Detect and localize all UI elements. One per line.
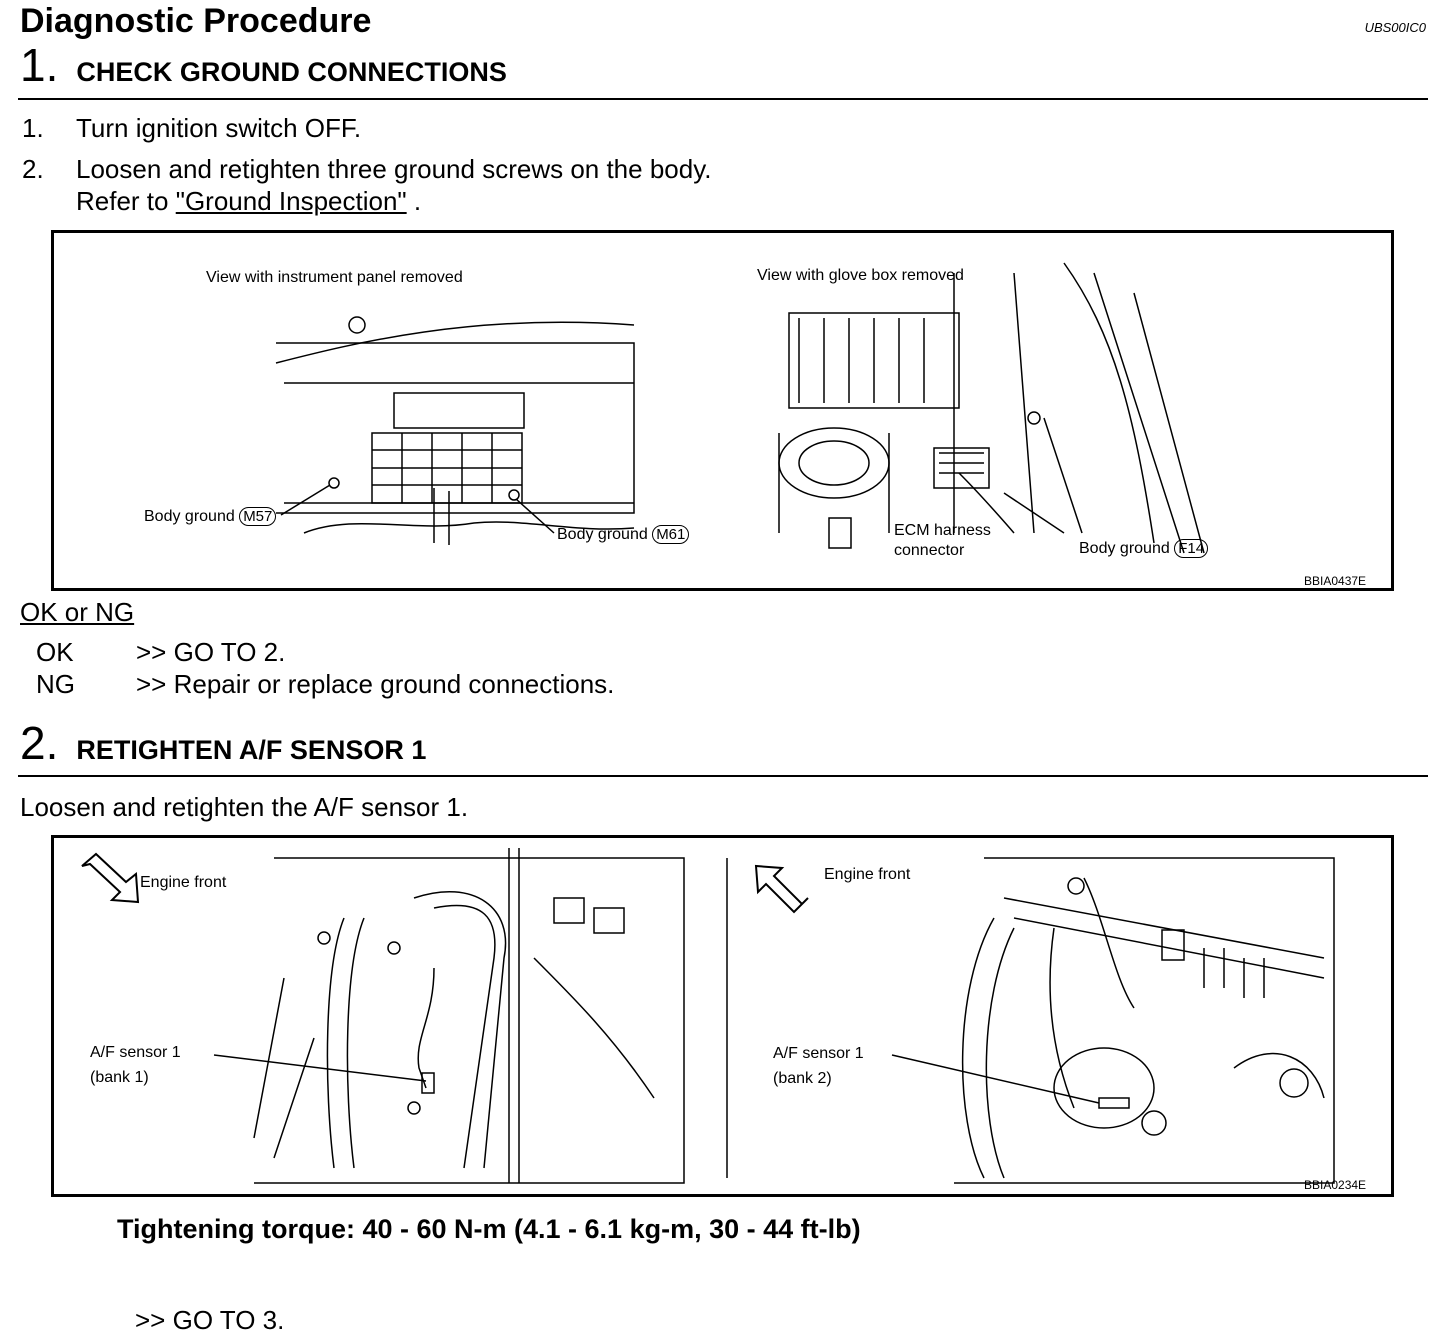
ecm-harness-label-line1: ECM harness xyxy=(894,522,991,539)
body-ground-m57-label: Body ground M57 xyxy=(144,507,277,526)
bank1-label: (bank 1) xyxy=(90,1069,149,1086)
document-code: UBS00IC0 xyxy=(1364,20,1426,35)
divider xyxy=(18,775,1428,777)
ok-key: OK xyxy=(36,637,74,667)
goto-next-step: >> GO TO 3. xyxy=(135,1305,285,1335)
list-item-text: Loosen and retighten three ground screws… xyxy=(76,154,712,184)
ok-row: OK >> GO TO 2. xyxy=(36,637,285,668)
left-engine-front-label: Engine front xyxy=(140,874,227,891)
step-2-instruction: Loosen and retighten the A/F sensor 1. xyxy=(20,792,469,822)
list-item-number: 2. xyxy=(22,154,44,184)
page-title: Diagnostic Procedure xyxy=(20,2,372,40)
af-sensor-bank2-label: A/F sensor 1 xyxy=(773,1045,864,1062)
body-ground-m61-label: Body ground M61 xyxy=(557,525,690,544)
ground-inspection-link[interactable]: "Ground Inspection" xyxy=(175,186,407,216)
connector-code-m57: M57 xyxy=(239,507,277,526)
connector-code-f14: F14 xyxy=(1174,539,1209,558)
step-1-number: 1. xyxy=(20,39,59,91)
figure-code: BBIA0437E xyxy=(1304,574,1367,588)
af-sensor-figure: Engine front Engine front A/F sensor 1 (… xyxy=(51,835,1394,1197)
list-item: 2. Loosen and retighten three ground scre… xyxy=(22,154,712,185)
list-item-text: Turn ignition switch OFF. xyxy=(76,113,362,143)
figure-code: BBIA0234E xyxy=(1304,1178,1367,1192)
ok-ng-title: OK or NG xyxy=(20,597,135,627)
connector-code-m61: M61 xyxy=(652,525,690,544)
ng-row: NG >> Repair or replace ground connection… xyxy=(36,669,614,700)
body-ground-label: Body ground xyxy=(144,508,235,525)
body-ground-label: Body ground xyxy=(557,526,648,543)
list-item: 1. Turn ignition switch OFF. xyxy=(22,113,361,144)
ng-action: >> Repair or replace ground connections. xyxy=(136,669,615,699)
tightening-torque: Tightening torque: 40 - 60 N-m (4.1 - 6.… xyxy=(117,1214,861,1244)
af-sensor-drawing xyxy=(81,848,1335,1184)
refer-prefix: Refer to xyxy=(76,186,176,216)
refer-line: Refer to "Ground Inspection" . xyxy=(76,186,421,217)
ground-locations-figure: View with instrument panel removed View … xyxy=(51,230,1394,591)
left-view-title: View with instrument panel removed xyxy=(206,269,463,286)
step-2-heading: 2. RETIGHTEN A/F SENSOR 1 xyxy=(20,720,426,766)
refer-suffix: . xyxy=(406,186,422,216)
right-engine-front-label: Engine front xyxy=(824,866,911,883)
body-ground-f14-label: Body ground F14 xyxy=(1079,539,1209,558)
right-view-title: View with glove box removed xyxy=(757,267,964,284)
step-1-title: CHECK GROUND CONNECTIONS xyxy=(76,57,507,87)
bank2-label: (bank 2) xyxy=(773,1070,832,1087)
ecm-harness-label-line2: connector xyxy=(894,542,965,559)
step-2-title: RETIGHTEN A/F SENSOR 1 xyxy=(76,735,427,765)
ok-action: >> GO TO 2. xyxy=(136,637,286,667)
body-ground-label: Body ground xyxy=(1079,540,1170,557)
ng-key: NG xyxy=(36,669,75,699)
list-item-number: 1. xyxy=(22,113,44,143)
step-1-heading: 1. CHECK GROUND CONNECTIONS xyxy=(20,42,507,88)
divider xyxy=(18,98,1428,100)
ground-locations-drawing xyxy=(275,262,1205,554)
step-2-number: 2. xyxy=(20,717,59,769)
af-sensor-bank1-label: A/F sensor 1 xyxy=(90,1044,181,1061)
